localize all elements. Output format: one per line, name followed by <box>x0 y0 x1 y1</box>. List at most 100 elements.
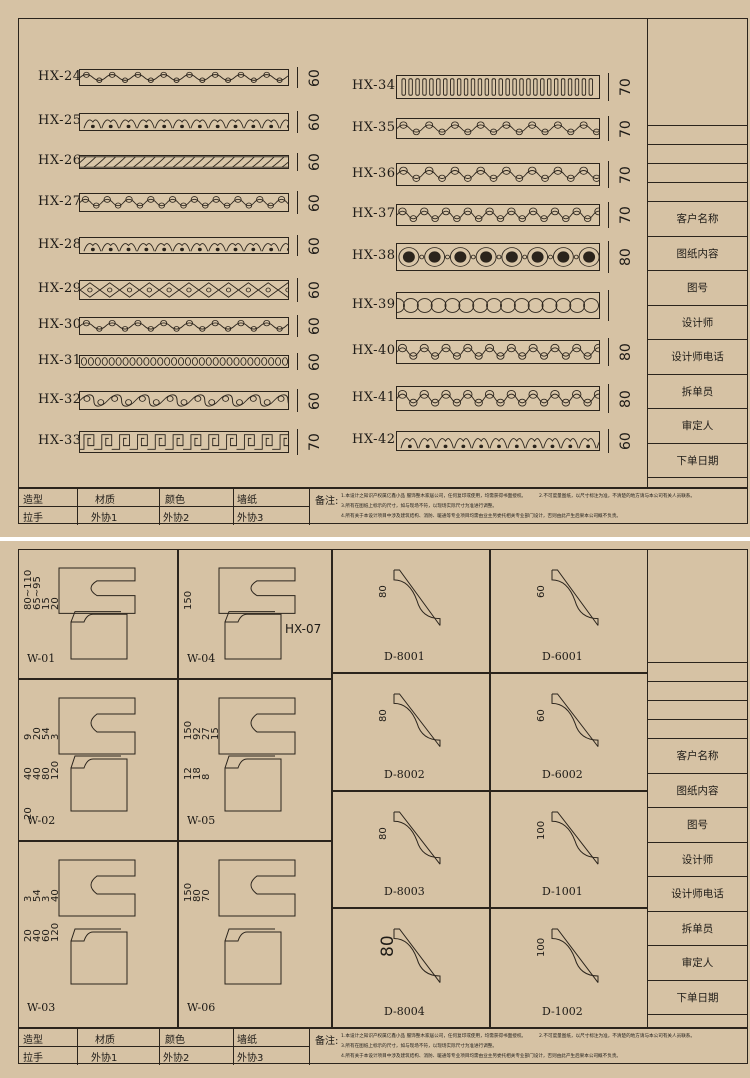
molding-code: HX-37 <box>352 206 396 221</box>
molding-code: HX-29 <box>38 281 82 296</box>
dimension-line <box>608 338 609 366</box>
note-1: 1.本设计之知识产权属亿鑫小品 服饰整木家居公司，任何复印或使用，均需获得书面授… <box>341 1034 527 1039</box>
profile-drawing <box>57 858 137 922</box>
molding-strip <box>396 431 600 451</box>
molding-strip <box>79 391 289 410</box>
molding-strip <box>79 317 289 335</box>
note-2: 2.不可度量图纸，以尺寸标注为准，不清楚的地方请与本公司有关人员联系。 <box>539 494 695 499</box>
profile-label: D-1001 <box>542 885 583 898</box>
molding-code: HX-32 <box>38 391 82 407</box>
molding-code: HX-41 <box>352 389 396 405</box>
profile-drawing <box>392 927 442 989</box>
title-block-row: 客户名称 <box>648 201 747 237</box>
profile-drawing <box>57 696 137 760</box>
profile-label: D-8003 <box>384 885 425 898</box>
profile-label: D-6002 <box>542 768 583 781</box>
profile-drawing <box>392 568 442 632</box>
profile-label: W-05 <box>187 814 216 827</box>
title-block-row: 审定人 <box>648 945 747 981</box>
note-3: 3.所有在图纸上标示的尺寸，如与现场不符，以现场实际尺寸为准进行调整。 <box>341 504 497 509</box>
title-block-label: 图号 <box>687 819 708 832</box>
profile-label: D-1002 <box>542 1005 583 1018</box>
title-block: 客户名称图纸内容图号设计师设计师电话拆单员审定人下单日期 <box>648 18 748 488</box>
title-block-label: 审定人 <box>681 420 714 433</box>
label-outsource-2: 外协2 <box>163 1053 190 1064</box>
profile-perspective <box>69 753 129 817</box>
profile-drawing <box>550 810 600 870</box>
molding-strip <box>79 280 289 300</box>
molding-strip <box>396 204 600 226</box>
molding-code: HX-26 <box>38 153 82 168</box>
molding-strip <box>79 193 289 212</box>
molding-dimension: 80 <box>618 343 634 361</box>
title-block-row: 下单日期 <box>648 979 747 1016</box>
title-block-label: 客户名称 <box>676 750 719 763</box>
title-block-row: 客户名称 <box>648 738 747 774</box>
title-block-label: 客户名称 <box>676 213 719 226</box>
dimension-value: 3 <box>50 733 61 740</box>
molding-code: HX-38 <box>352 248 396 263</box>
dimension-value: 80 <box>378 935 398 957</box>
title-block-label: 图纸内容 <box>676 784 719 797</box>
title-block-row: 图纸内容 <box>648 772 747 809</box>
title-block-row: 拆单员 <box>648 373 747 410</box>
label-shape: 造型 <box>23 1035 43 1046</box>
title-block-divider <box>648 719 747 721</box>
molding-dimension: 70 <box>618 206 634 224</box>
dimension-value: 15 <box>210 727 221 740</box>
label-material: 材质 <box>95 495 115 506</box>
molding-dimension: 60 <box>307 281 323 299</box>
profile-label: D-6001 <box>542 650 583 663</box>
molding-strip <box>79 69 289 86</box>
profile-drawing <box>217 696 297 760</box>
dimension-value: 80 <box>378 709 389 722</box>
dimension-value: 150 <box>183 590 194 610</box>
dimension-line <box>297 235 298 256</box>
dimension-value: 40 <box>50 889 61 902</box>
title-block-divider <box>648 477 747 478</box>
note-4: 4.所有关于本设计项目中涉及建筑结构、消防、暖通等专业项目均需由业主另委托相关专… <box>341 514 622 519</box>
title-block-divider <box>648 182 747 184</box>
label-wallpaper: 墙纸 <box>237 1035 257 1046</box>
molding-dimension: 70 <box>618 78 634 96</box>
title-block-divider <box>648 125 747 127</box>
molding-dimension: 60 <box>307 113 323 131</box>
profile-drawing <box>550 927 600 989</box>
molding-strip <box>396 340 600 364</box>
molding-dimension: 60 <box>307 352 323 371</box>
title-block-divider <box>648 700 747 702</box>
profile-drawing <box>550 692 600 753</box>
label-handle: 拉手 <box>23 513 43 524</box>
profile-perspective <box>69 926 129 990</box>
molding-dimension: 60 <box>307 153 323 171</box>
molding-dimension: 60 <box>307 391 323 410</box>
dimension-value: 100 <box>536 820 547 840</box>
molding-strip <box>396 75 600 99</box>
profile-drawing <box>57 566 137 619</box>
profile-perspective <box>223 926 283 990</box>
title-block-row: 设计师 <box>648 304 747 341</box>
label-wallpaper: 墙纸 <box>237 495 257 506</box>
profile-label: W-06 <box>187 1001 216 1014</box>
label-shape: 造型 <box>23 495 43 506</box>
label-handle: 拉手 <box>23 1053 43 1064</box>
profile-drawing <box>217 566 297 619</box>
molding-strip <box>79 431 289 453</box>
label-outsource-1: 外协1 <box>91 513 118 524</box>
molding-code: HX-42 <box>352 432 396 447</box>
dimension-line <box>297 111 298 133</box>
title-block-label: 设计师电话 <box>671 351 724 364</box>
dimension-line <box>297 67 298 88</box>
molding-dimension: 60 <box>307 68 323 87</box>
molding-strip <box>396 163 600 186</box>
title-block-divider <box>648 1014 747 1015</box>
bottom-bar: 造型 材质 颜色 墙纸 拉手 外协1 外协2 外协3 备注: 1.本设计之知识产… <box>18 1028 748 1065</box>
dimension-line <box>297 429 298 455</box>
molding-strip <box>79 113 289 131</box>
note-1: 1.本设计之知识产权属亿鑫小品 服饰整木家居公司，任何复印或使用，均需获得书面授… <box>341 494 527 499</box>
